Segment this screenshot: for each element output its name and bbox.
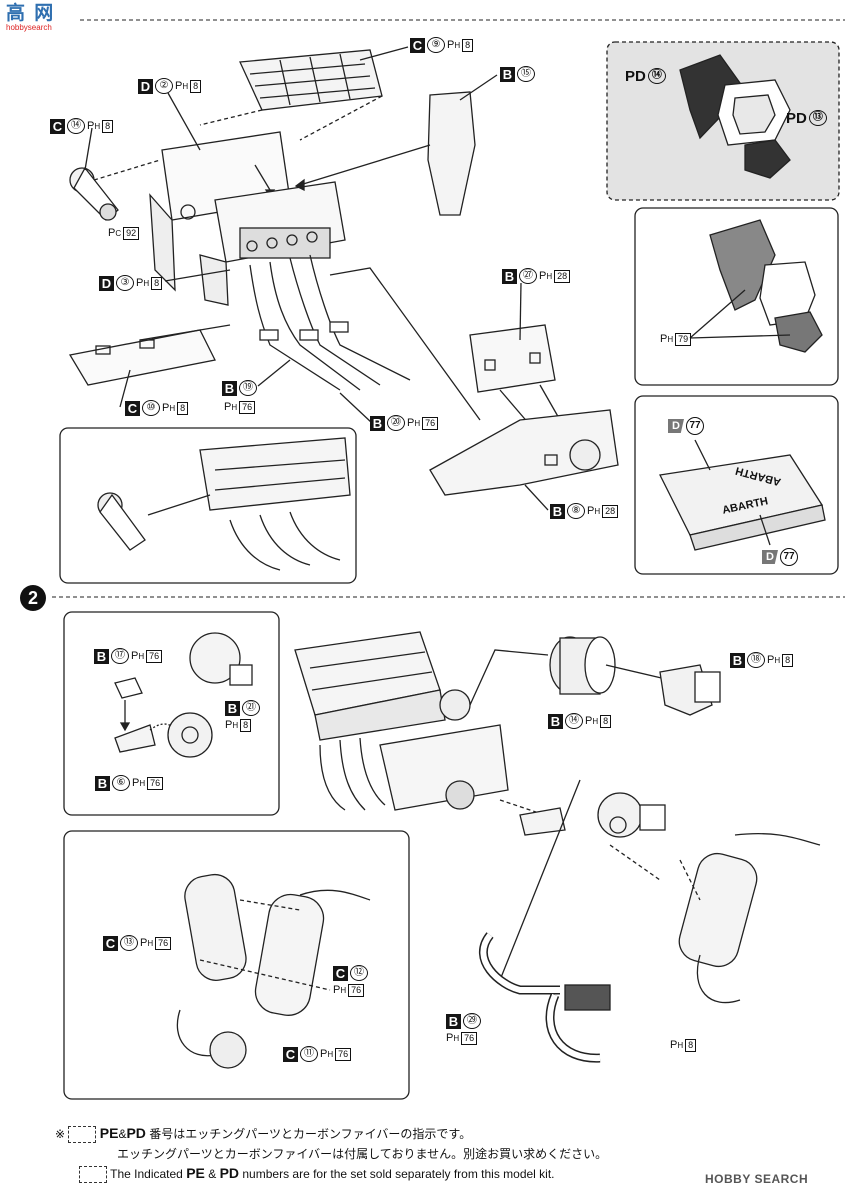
part-label-b27: B ㉗ PH 28 — [502, 268, 571, 284]
part-label-b14: B ⑭ PH 8 — [548, 713, 612, 729]
part-label-b6: B ⑥ PH 76 — [95, 775, 164, 791]
part-label-ph76: PH 76 — [224, 400, 256, 415]
part-label-b20: B ⑳ PH 76 — [370, 415, 439, 431]
note-line-2: エッチングパーツとカーボンファイバーは付属しておりません。別途お買い求めください… — [117, 1147, 608, 1161]
logo-text: 高 网 — [6, 3, 56, 24]
step-number-badge: 2 — [20, 585, 46, 611]
dashed-box-icon — [79, 1166, 107, 1184]
part-label-b15: B ⑮ — [500, 66, 535, 82]
note-mark: ※ — [55, 1127, 66, 1141]
part-label-d3: D ③ PH 8 — [99, 275, 163, 291]
part-label-c13: C ⑬ PH 76 — [103, 935, 172, 951]
part-label-c12: C ⑫ PH 76 — [333, 965, 378, 998]
part-label-d2: D ② PH 8 — [138, 78, 202, 94]
part-label-d77-bottom: D 77 — [762, 548, 798, 566]
part-label-c14: C ⑭ PH 8 — [50, 118, 114, 134]
part-label-b17: B ⑰ PH 76 — [94, 648, 163, 664]
part-label-pd13: PD ⑬ — [786, 110, 827, 126]
part-label-b19: B ⑲ — [222, 380, 257, 396]
part-label-b8: B ⑧ PH 28 — [550, 503, 619, 519]
site-logo: 高 网 hobbysearch — [6, 4, 76, 32]
dashed-box-icon — [68, 1126, 97, 1144]
part-label-b21: B ㉑ PH 8 — [225, 700, 270, 733]
part-label-pc92: PC 92 — [108, 226, 140, 241]
part-label-b29: B ㉙ PH 76 — [446, 1013, 491, 1046]
part-label-b18: B ⑱ PH 8 — [730, 652, 794, 668]
watermark: HOBBY SEARCH — [705, 1172, 809, 1186]
part-label-c9: C ⑨ PH 8 — [410, 37, 474, 53]
part-label-ph8: PH 8 — [670, 1038, 697, 1053]
part-label-c10: C ⑩ PH 8 — [125, 400, 189, 416]
logo-subtext: hobbysearch — [6, 23, 52, 32]
part-label-c11: C ⑪ PH 76 — [283, 1046, 352, 1062]
part-label-pd14: PD ⑭ — [625, 68, 666, 84]
part-label-ph79: PH 79 — [660, 332, 692, 347]
part-label-d77-top: D 77 — [668, 417, 704, 435]
note-line-3: The Indicated PE & PD numbers are for th… — [79, 1165, 555, 1184]
note-line-1: ※ PE&PD 番号はエッチングパーツとカーボンファイバーの指示です。 — [55, 1125, 471, 1144]
